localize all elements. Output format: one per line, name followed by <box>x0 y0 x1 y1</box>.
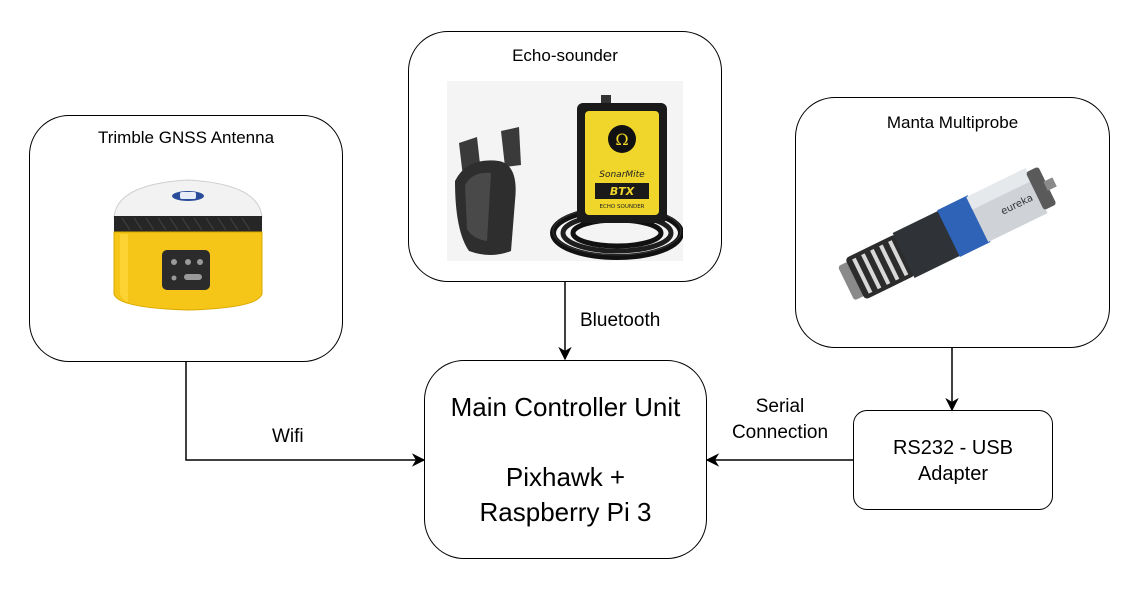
manta-multiprobe-image: eureka <box>838 167 1057 300</box>
controller-title: Main Controller Unit <box>450 392 681 422</box>
serial-edge-label-line2: Connection <box>731 422 829 443</box>
main-controller-node: Main Controller Unit Pixhawk + Raspberry… <box>424 360 707 559</box>
wifi-connector <box>185 362 426 467</box>
wifi-edge-label: Wifi <box>272 426 304 447</box>
rs232-usb-adapter-node: RS232 - USB Adapter <box>853 410 1053 510</box>
manta-multiprobe-title: Manta Multiprobe <box>886 113 1019 132</box>
controller-line2: Pixhawk + <box>505 462 626 492</box>
gnss-antenna-image <box>113 179 263 311</box>
echo-sounder-image: Ω SonarMite BTX ECHO SOUNDER <box>447 81 683 261</box>
serial-edge-label-line1: Serial <box>755 396 805 417</box>
echo-sounder-node: Echo-sounder Ω SonarMite BTX ECHO SOUNDE… <box>408 31 722 282</box>
echo-device-subtitle: ECHO SOUNDER <box>599 204 644 210</box>
gnss-antenna-title: Trimble GNSS Antenna <box>97 128 275 147</box>
echo-device-brand: SonarMite <box>599 170 645 180</box>
adapter-label-line1: RS232 - USB <box>892 437 1014 459</box>
gnss-antenna-node: Trimble GNSS Antenna <box>29 115 343 362</box>
echo-sounder-title: Echo-sounder <box>512 46 618 65</box>
echo-device-model: BTX <box>610 185 635 198</box>
controller-line3: Raspberry Pi 3 <box>479 497 652 527</box>
bluetooth-edge-label: Bluetooth <box>580 310 661 331</box>
adapter-label-line2: Adapter <box>917 463 989 485</box>
manta-multiprobe-node: Manta Multiprobe eureka <box>795 97 1110 348</box>
svg-text:Ω: Ω <box>615 130 628 149</box>
